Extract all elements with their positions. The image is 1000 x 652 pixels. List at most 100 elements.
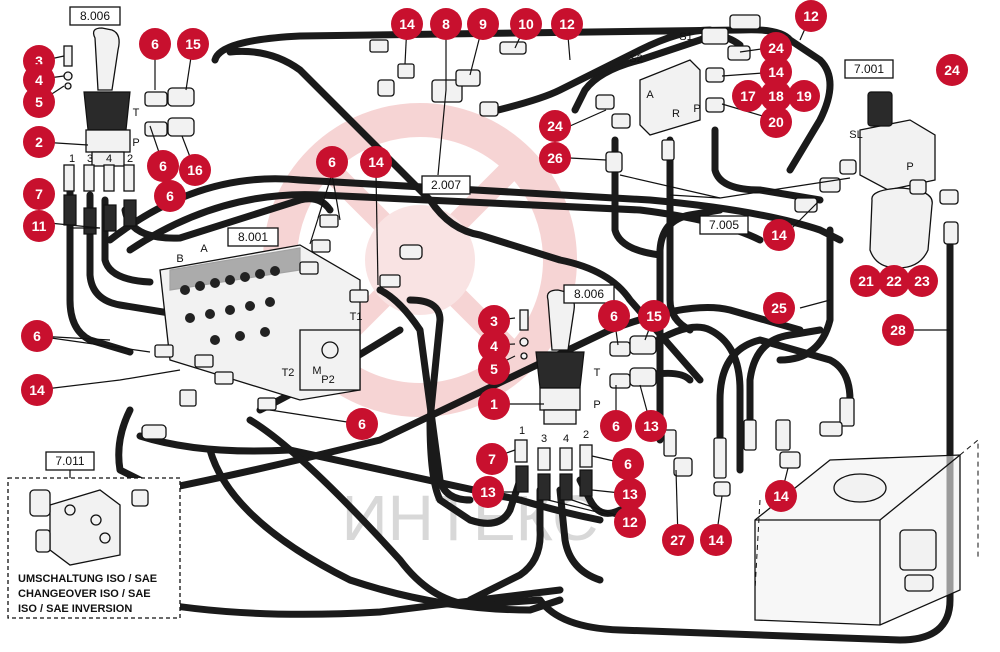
joystick-center — [514, 289, 657, 501]
callout-number: 9 — [479, 16, 487, 32]
callout-number: 7 — [35, 186, 43, 202]
port-label-3-2: 3 — [541, 433, 547, 445]
port-label-t: T — [133, 107, 140, 119]
callout-number: 5 — [490, 361, 498, 377]
callout-marker: 6 — [139, 28, 171, 60]
callout-marker: 9 — [467, 8, 499, 40]
callout-number: 14 — [708, 532, 724, 548]
callout-marker: 14 — [700, 524, 732, 556]
callout-number: 6 — [612, 418, 620, 434]
callout-marker: 17 — [732, 80, 764, 112]
ref-box-8001: 8.001 — [227, 227, 279, 247]
callout-marker: 6 — [600, 410, 632, 442]
callout-marker: 14 — [760, 56, 792, 88]
callout-marker: 6 — [346, 408, 378, 440]
callout-marker: 6 — [316, 146, 348, 178]
ref-box-7001: 7.001 — [844, 59, 894, 79]
callout-number: 3 — [490, 313, 498, 329]
port-label-2-2: 2 — [583, 429, 589, 441]
callout-number: 2 — [35, 134, 43, 150]
callout-number: 6 — [624, 456, 632, 472]
hydraulic-tank — [754, 438, 979, 626]
ref-box-2007: 2.007 — [421, 175, 471, 195]
callout-number: 3 — [35, 53, 43, 69]
callout-marker: 28 — [882, 314, 914, 346]
callout-number: 6 — [328, 154, 336, 170]
callout-number: 27 — [670, 532, 686, 548]
callout-marker: 14 — [763, 219, 795, 251]
port-label-m: M — [312, 365, 321, 377]
callout-marker: 24 — [936, 54, 968, 86]
port-label-p-acc: P — [906, 161, 913, 173]
pressure-valve-assembly — [369, 39, 527, 117]
callout-marker: 4 — [478, 330, 510, 362]
callout-number: 14 — [399, 16, 415, 32]
callout-marker: 6 — [598, 300, 630, 332]
callout-marker: 22 — [878, 265, 910, 297]
callout-marker: 6 — [612, 448, 644, 480]
port-label-3: 3 — [87, 153, 93, 165]
callout-marker: 13 — [635, 410, 667, 442]
callout-marker: 11 — [23, 210, 55, 242]
callout-number: 21 — [858, 273, 874, 289]
port-label-4: 4 — [106, 153, 112, 165]
callout-number: 12 — [803, 8, 819, 24]
callout-number: 6 — [33, 328, 41, 344]
callout-number: 12 — [622, 514, 638, 530]
callout-number: 28 — [890, 322, 906, 338]
ref-label: 8.006 — [80, 9, 110, 23]
port-label-p: P — [132, 137, 139, 149]
callout-marker: 7 — [23, 178, 55, 210]
port-label-a-top: A — [646, 89, 654, 101]
callout-number: 4 — [35, 72, 43, 88]
callout-number: 1 — [490, 396, 498, 412]
port-label-p-2: P — [593, 399, 600, 411]
accumulator-assembly — [794, 91, 959, 269]
callout-number: 4 — [490, 338, 498, 354]
callout-number: 11 — [32, 218, 47, 234]
ref-label: 2.007 — [431, 178, 461, 192]
callout-number: 18 — [768, 88, 784, 104]
callout-marker: 5 — [478, 353, 510, 385]
callout-number: 15 — [185, 36, 201, 52]
callout-marker: 6 — [21, 320, 53, 352]
callout-number: 5 — [35, 94, 43, 110]
callout-marker: 3 — [478, 305, 510, 337]
callout-marker: 12 — [795, 0, 827, 32]
callout-number: 6 — [610, 308, 618, 324]
callout-number: 17 — [740, 88, 756, 104]
callout-marker: 20 — [760, 106, 792, 138]
callout-marker: 25 — [763, 292, 795, 324]
port-label-t2: T2 — [282, 367, 295, 379]
callout-marker: 14 — [765, 480, 797, 512]
callout-number: 25 — [771, 300, 787, 316]
callout-marker: 26 — [539, 142, 571, 174]
callout-number: 6 — [159, 158, 167, 174]
inset-iso-sae: 7.011 UMSCHALTUNG ISO / SAE CHANGEOVER I… — [7, 451, 181, 619]
callout-marker: 12 — [614, 506, 646, 538]
port-label-t-2: T — [594, 367, 601, 379]
callout-marker: 6 — [147, 150, 179, 182]
inset-line-de: UMSCHALTUNG ISO / SAE — [18, 573, 157, 585]
port-label-p2: P2 — [321, 374, 334, 386]
callout-marker: 5 — [23, 86, 55, 118]
callout-marker: 2 — [23, 126, 55, 158]
callout-marker: 27 — [662, 524, 694, 556]
ref-box-8006-center: 8.006 — [563, 284, 615, 304]
callout-number: 13 — [480, 484, 496, 500]
valve-fittings — [141, 214, 423, 440]
port-label-b: B — [176, 253, 183, 265]
callout-number: 6 — [166, 188, 174, 204]
callout-marker: 19 — [788, 80, 820, 112]
callout-number: 14 — [773, 488, 789, 504]
ref-label: 8.001 — [238, 230, 268, 244]
callout-number: 13 — [643, 418, 659, 434]
port-label-sl: SL — [849, 129, 862, 141]
callout-marker: 1 — [478, 388, 510, 420]
ref-label: 8.006 — [574, 287, 604, 301]
ref-label: 7.001 — [854, 62, 884, 76]
callout-number: 12 — [559, 16, 575, 32]
port-label-r: R — [672, 108, 680, 120]
